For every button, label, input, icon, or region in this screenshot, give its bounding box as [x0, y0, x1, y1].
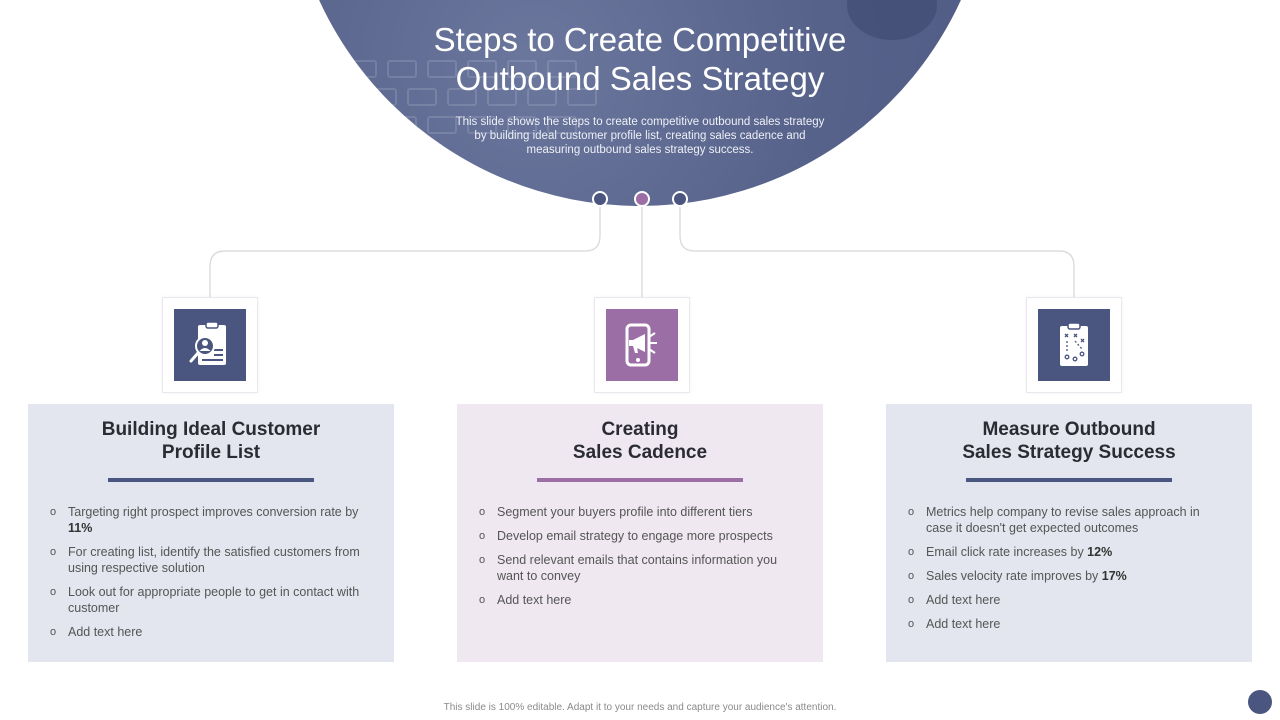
card-heading: Creating Sales Cadence [572, 419, 708, 463]
slide-title: Steps to Create Competitive Outbound Sal… [433, 21, 847, 97]
strategy-clipboard-icon [1038, 309, 1110, 381]
heading-underline [108, 478, 314, 482]
card-heading: Measure Outbound Sales Strategy Success [962, 419, 1176, 463]
customer-profile-icon [174, 309, 246, 381]
connector-dot-center [634, 191, 650, 207]
heading-underline [537, 478, 743, 482]
hero-circle [287, 0, 993, 206]
step-card-3: Measure Outbound Sales Strategy Success … [886, 404, 1252, 662]
card-heading: Building Ideal Customer Profile List [101, 419, 321, 463]
keyboard-photo [347, 60, 607, 200]
icon-frame-3 [1026, 297, 1122, 393]
icon-frame-2 [594, 297, 690, 393]
connector-dot-left [592, 191, 608, 207]
slide-subtitle: This slide shows the steps to create com… [455, 116, 825, 156]
corner-dot [1248, 690, 1272, 714]
icon-frame-1 [162, 297, 258, 393]
mobile-megaphone-icon [606, 309, 678, 381]
footer-note: This slide is 100% editable. Adapt it to… [443, 702, 837, 713]
connector-dot-right [672, 191, 688, 207]
heading-underline [966, 478, 1172, 482]
